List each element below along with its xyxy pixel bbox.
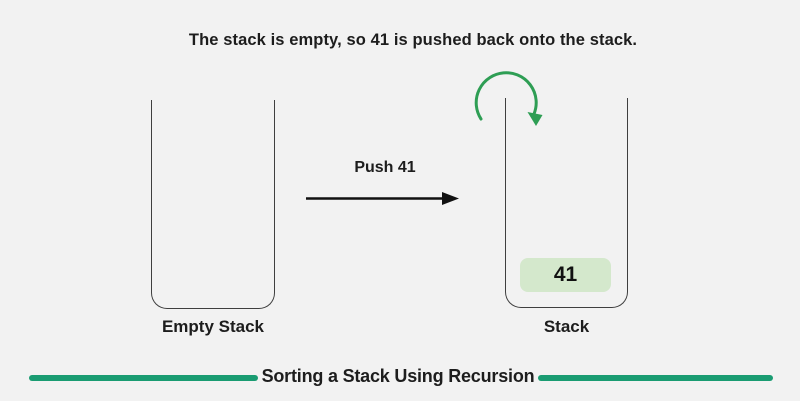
stack-container: [505, 98, 628, 308]
recursion-arrow-icon: [474, 71, 543, 126]
empty-stack-label: Empty Stack: [161, 317, 265, 336]
stack-label: Stack: [543, 317, 590, 336]
footer-divider-right: [538, 375, 773, 381]
step-caption: The stack is empty, so 41 is pushed back…: [188, 31, 638, 49]
push-arrow-label: Push 41: [354, 159, 416, 176]
footer-divider-left: [29, 375, 258, 381]
push-arrow-icon: [306, 192, 459, 205]
empty-stack-container: [151, 100, 275, 309]
stack-item-41: 41: [520, 258, 611, 292]
footer-title: Sorting a Stack Using Recursion: [261, 366, 535, 386]
